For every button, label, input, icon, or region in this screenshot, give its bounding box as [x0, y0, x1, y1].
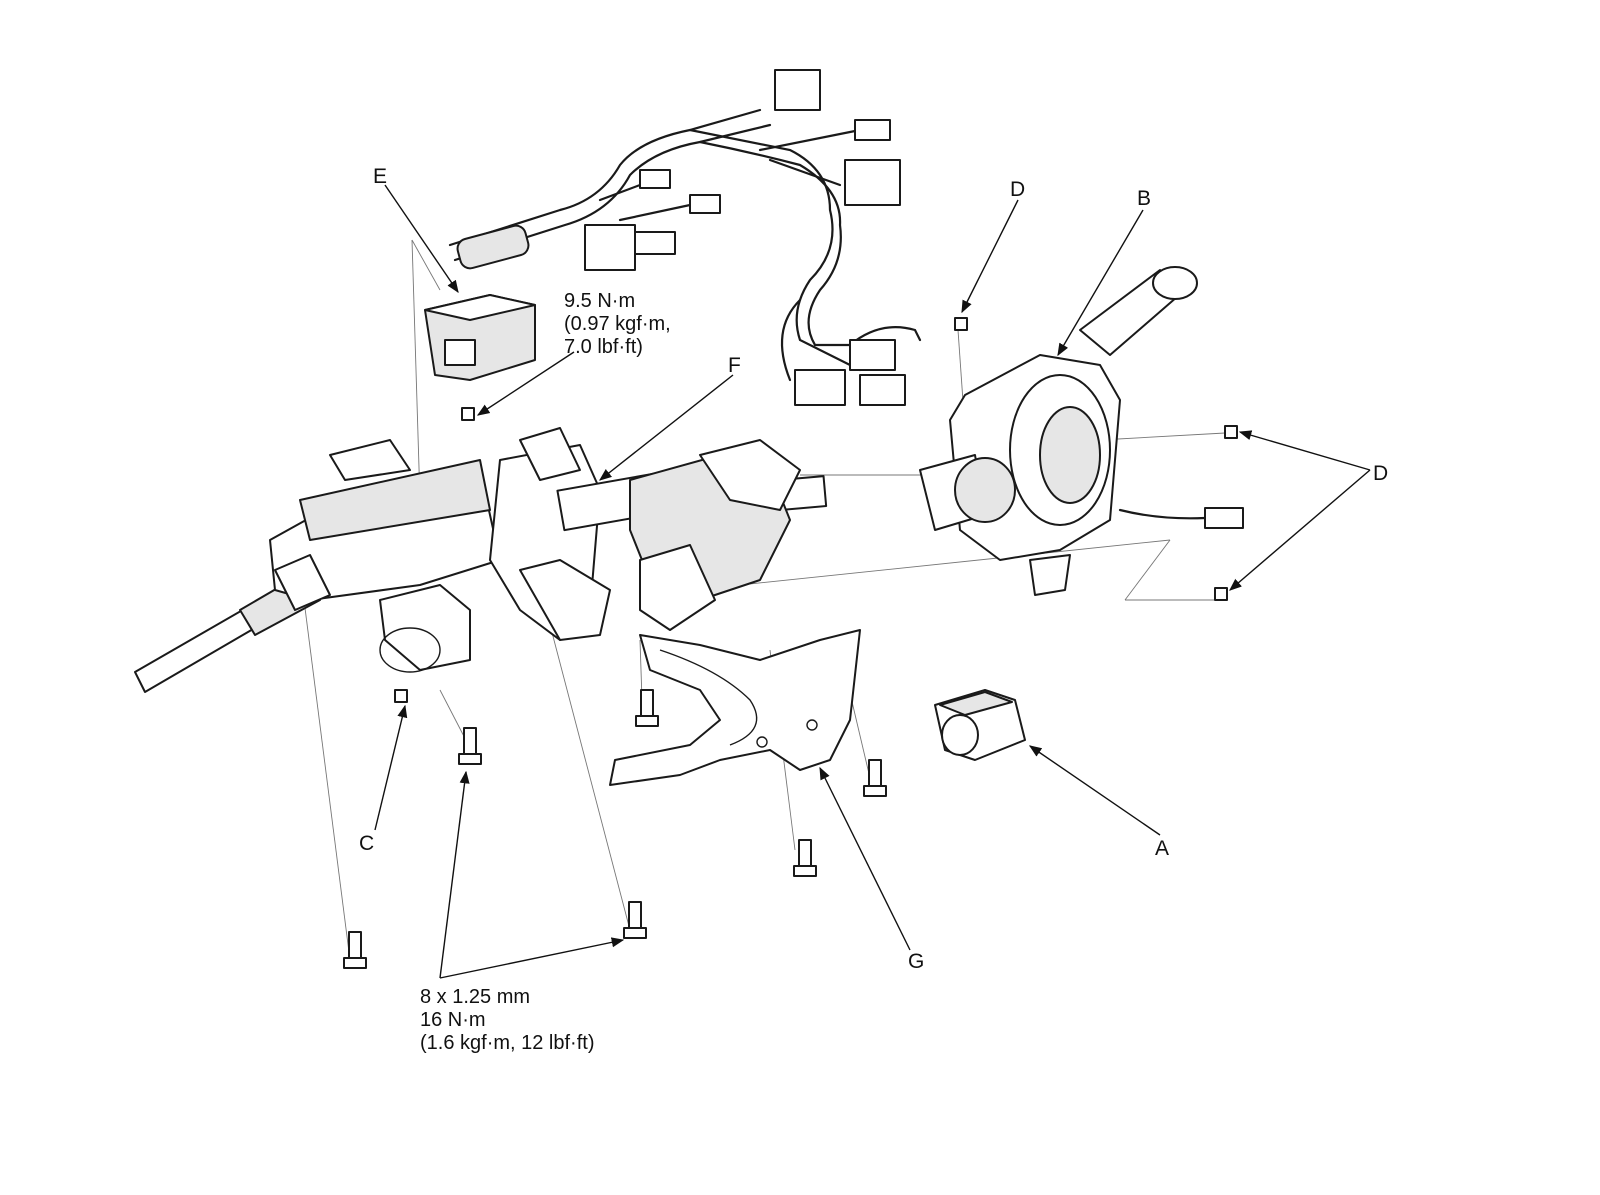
- torque-upper-line1: 9.5 N·m: [564, 290, 635, 312]
- bolt: [793, 839, 817, 877]
- torque-spec-upper: 9.5 N·m (0.97 kgf·m, 7.0 lbf·ft): [564, 290, 671, 358]
- torque-spec-lower: 8 x 1.25 mm 16 N·m (1.6 kgf·m, 12 lbf·ft…: [420, 986, 595, 1054]
- bolt: [623, 901, 647, 939]
- torque-lower-line2: 16 N·m: [420, 1009, 486, 1031]
- torque-upper-line3: 7.0 lbf·ft): [564, 336, 643, 358]
- label-d-right: D: [1373, 462, 1388, 485]
- label-e: E: [373, 165, 387, 188]
- torque-lower-line3: (1.6 kgf·m, 12 lbf·ft): [420, 1032, 595, 1054]
- label-d-top: D: [1010, 178, 1025, 201]
- torque-upper-line2: (0.97 kgf·m,: [564, 313, 671, 335]
- combination-switch-b: [919, 266, 1244, 601]
- label-f: F: [728, 354, 741, 377]
- bracket-g: [609, 629, 861, 786]
- label-c: C: [359, 832, 374, 855]
- bolt: [458, 727, 482, 765]
- screw-d-top: [954, 317, 968, 331]
- control-unit-e: [424, 294, 536, 421]
- label-a: A: [1155, 837, 1169, 860]
- label-b: B: [1137, 187, 1151, 210]
- screw-d-lower: [1214, 587, 1228, 601]
- label-g: G: [908, 950, 924, 973]
- bolt-e: [461, 407, 475, 421]
- screw-d-upper: [1224, 425, 1238, 439]
- bolt: [635, 689, 659, 727]
- torque-lower-line1: 8 x 1.25 mm: [420, 986, 530, 1008]
- bolt: [343, 931, 367, 969]
- bolts: [343, 689, 887, 969]
- part-labels: E F D B D C A G: [359, 165, 1388, 973]
- harness-connector: [774, 69, 821, 111]
- leader-lines: [374, 184, 1371, 979]
- switch-a: [934, 689, 1026, 761]
- bolt: [863, 759, 887, 797]
- steering-column: [134, 427, 828, 703]
- wire-harness: [448, 69, 922, 406]
